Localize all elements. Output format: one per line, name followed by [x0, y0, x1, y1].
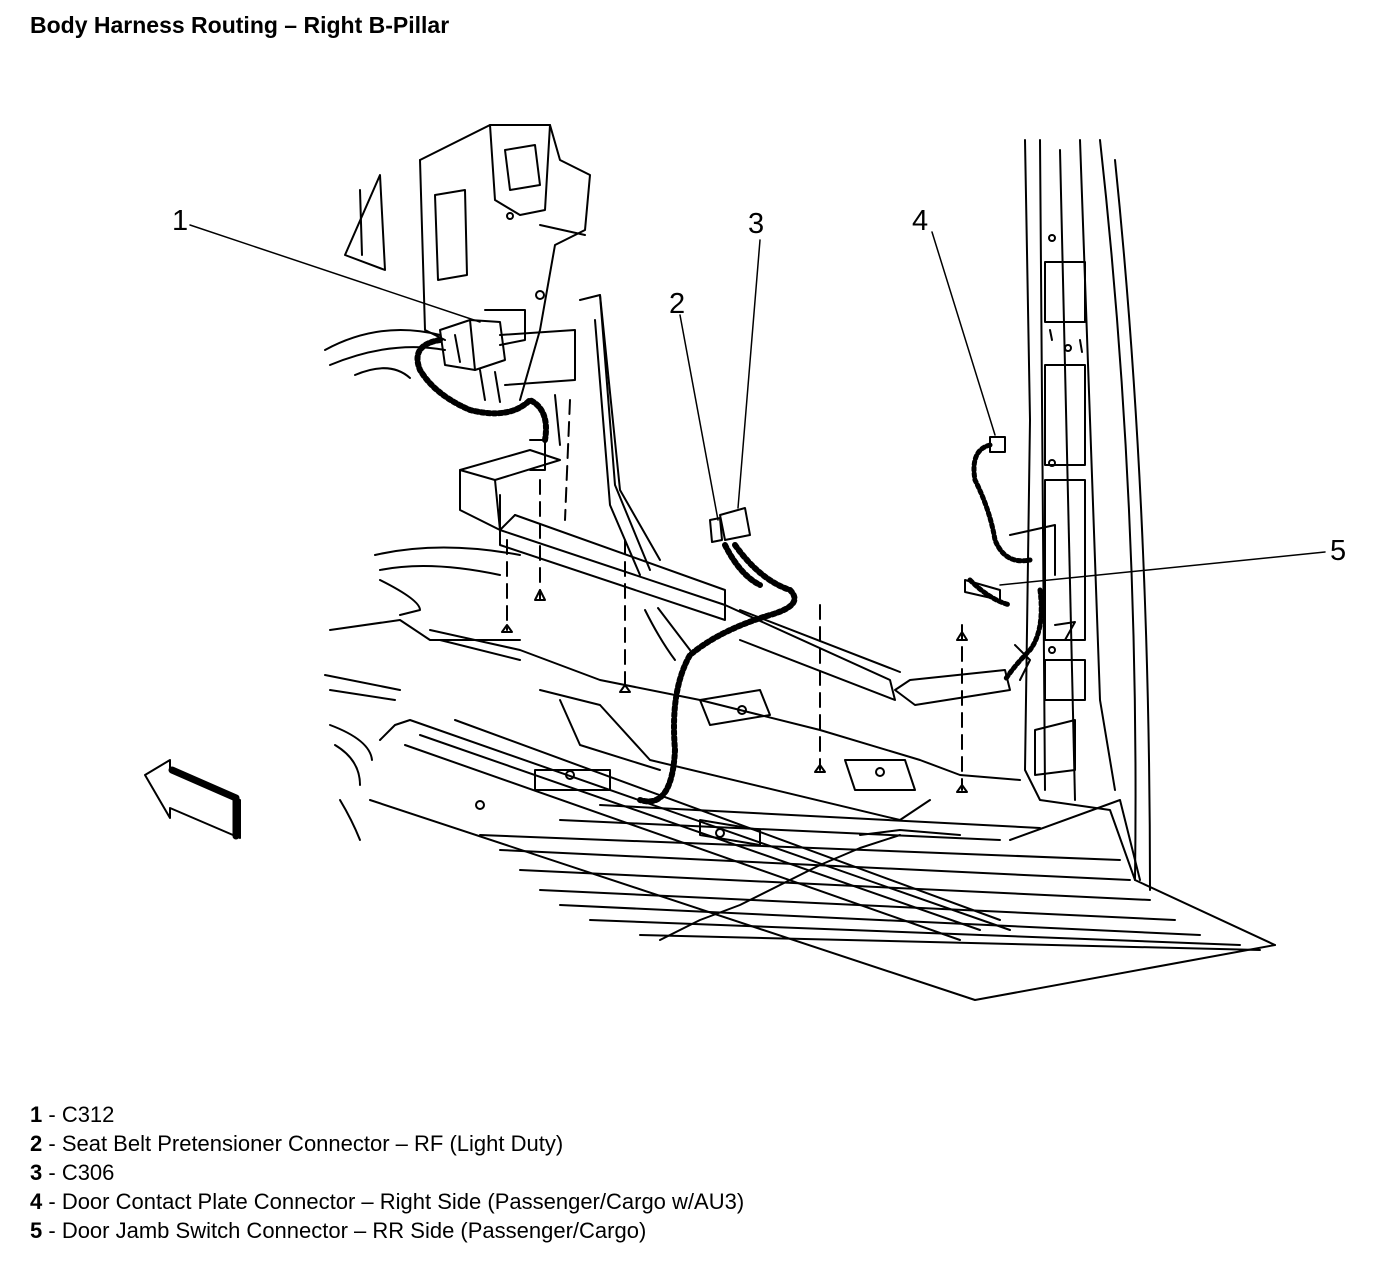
c306-connector — [709, 507, 751, 543]
leader-lines — [189, 224, 1326, 586]
fasteners — [501, 589, 968, 793]
callout-3: 3 — [748, 208, 764, 240]
right-b-pillar — [1024, 139, 1276, 946]
legend-item-4: 4 - Door Contact Plate Connector – Right… — [30, 1189, 745, 1214]
crossmember — [459, 394, 1011, 706]
front-direction-arrow-icon — [144, 759, 241, 840]
fastener-guides — [506, 399, 963, 791]
callout-5: 5 — [1330, 535, 1346, 567]
floor-sill — [324, 546, 1276, 1001]
legend-item-5: 5 - Door Jamb Switch Connector – RR Side… — [30, 1218, 647, 1243]
right-harness — [964, 436, 1076, 683]
callout-4: 4 — [912, 205, 928, 237]
b-pillar-trim — [579, 294, 661, 576]
legend-item-3: 3 - C306 — [30, 1160, 115, 1185]
legend-item-1: 1 - C312 — [30, 1102, 115, 1127]
harness-c312-loop — [414, 337, 549, 443]
c312-connector — [439, 309, 576, 403]
legend: 1 - C312 2 - Seat Belt Pretensioner Conn… — [30, 1100, 744, 1245]
legend-item-2: 2 - Seat Belt Pretensioner Connector – R… — [30, 1131, 564, 1156]
callout-1: 1 — [172, 205, 188, 237]
left-body-panel — [324, 124, 591, 401]
page-title: Body Harness Routing – Right B-Pillar — [30, 12, 450, 38]
callout-2: 2 — [669, 288, 685, 320]
